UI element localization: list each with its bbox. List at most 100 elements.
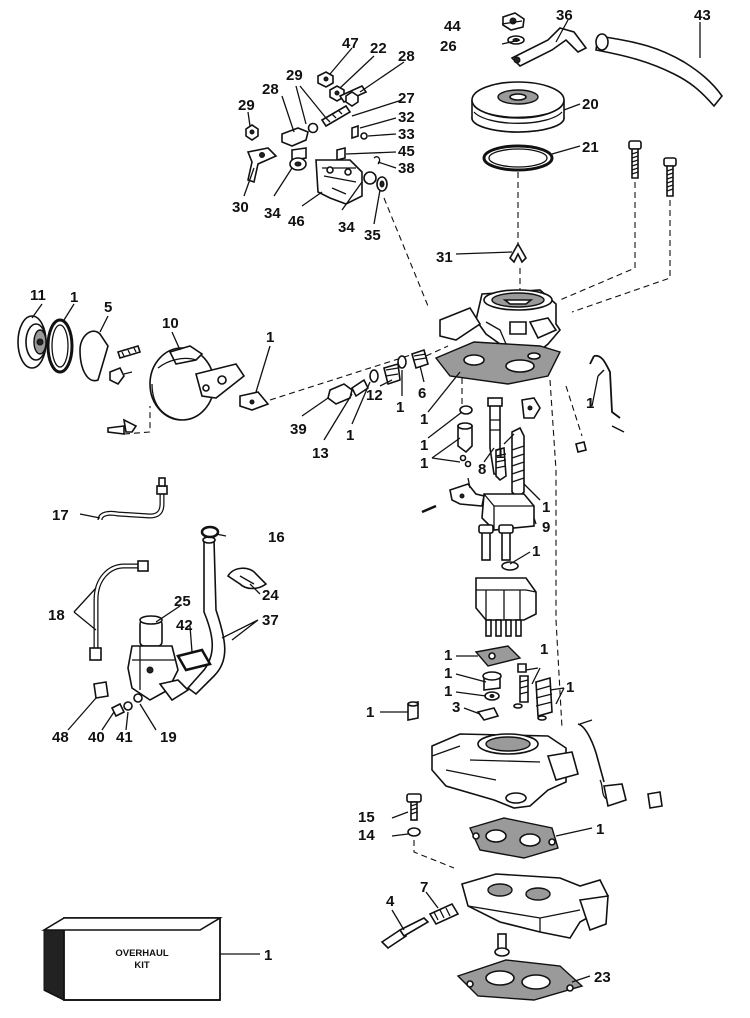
lever-36: [510, 27, 588, 67]
callout-27: 27: [398, 90, 415, 107]
callout-44: 44: [444, 18, 461, 35]
callout-34-left: 34: [264, 205, 281, 222]
bolt-15: [406, 793, 422, 821]
guide-throttle-bolt: [413, 840, 455, 869]
kit-line-1: OVERHAUL: [115, 948, 169, 959]
callout-26: 26: [440, 38, 457, 55]
callout-29-left: 29: [238, 97, 255, 114]
mixture-screw-4: [380, 917, 430, 950]
callout-23: 23: [594, 969, 611, 986]
callout-37: 37: [262, 612, 279, 629]
callout-47: 47: [342, 35, 359, 52]
fuel-pump-25: [127, 615, 190, 702]
callout-10: 10: [162, 315, 179, 332]
callout-28-left: 28: [262, 81, 279, 98]
callout-1-throttle-gasket: 1: [596, 821, 604, 838]
callout-48: 48: [52, 729, 69, 746]
link-1: [239, 391, 270, 411]
guide-choke-screw: [565, 385, 583, 437]
callout-1-seat: 1: [444, 683, 452, 700]
callout-22: 22: [370, 40, 387, 57]
callout-7: 7: [420, 879, 428, 896]
lever-30: [246, 147, 278, 184]
gasket-1: [46, 318, 74, 374]
callout-1-jets: 1: [566, 679, 574, 696]
callout-1-link: 1: [266, 329, 274, 346]
guide-choke-to-carb: [269, 351, 421, 401]
callout-17: 17: [52, 507, 69, 524]
callout-43: 43: [694, 7, 711, 24]
callout-1-oring: 1: [396, 399, 404, 416]
callout-1-choke-rod: 1: [586, 395, 594, 412]
callout-42: 42: [176, 617, 193, 634]
long-bolt-right: [663, 157, 677, 197]
callout-13: 13: [312, 445, 329, 462]
callout-1-springs: 1: [540, 641, 548, 658]
jet-parts: [407, 645, 553, 721]
callout-1-valve: 1: [444, 665, 452, 682]
callout-36: 36: [556, 7, 573, 24]
callout-15: 15: [358, 809, 375, 826]
bushing: [291, 147, 307, 161]
callout-8: 8: [478, 461, 486, 478]
washer-29b: [307, 122, 319, 134]
screw-throttle: [494, 933, 510, 957]
bolt-guide-left: [559, 182, 636, 301]
callout-11: 11: [30, 287, 46, 304]
callout-1-metering: 1: [532, 543, 540, 560]
guide-screw-chain: [425, 345, 449, 357]
callout-35: 35: [364, 227, 381, 244]
spring-7: [428, 902, 460, 926]
clamp-24: [226, 567, 268, 590]
callout-16: 16: [268, 529, 285, 546]
callout-1-washer: 1: [420, 411, 428, 428]
float-bowl-body: [431, 719, 663, 809]
callout-19: 19: [160, 729, 177, 746]
callout-1-gasket: 1: [70, 289, 78, 306]
gasket-21: [482, 144, 554, 172]
callout-1-chain: 1: [346, 427, 354, 444]
plate-5: [79, 330, 109, 382]
callout-4: 4: [386, 893, 395, 910]
bolt-guide-right: [571, 200, 671, 313]
hose-43: [595, 33, 724, 108]
air-horn-assembly: [439, 289, 562, 359]
float-assembly-9: [421, 477, 535, 531]
callout-39: 39: [290, 421, 307, 438]
clip-32: [351, 124, 359, 140]
callout-31: 31: [436, 249, 453, 266]
choke-housing-10: [149, 345, 246, 421]
callout-34-right: 34: [338, 219, 355, 236]
screws-5: [109, 345, 142, 386]
callout-1-needle: 1: [496, 445, 504, 462]
throttle-body: [461, 873, 609, 939]
long-bolt-left: [628, 140, 642, 179]
base-gasket-23: [456, 959, 584, 1001]
washer-26: [507, 35, 525, 45]
callout-6: 6: [418, 385, 426, 402]
screw-45: [336, 146, 346, 162]
fuel-line-18: [89, 560, 149, 661]
kit-line-2: KIT: [134, 960, 150, 971]
callout-1-float: 1: [542, 499, 550, 516]
choke-linkage-parts: [245, 71, 388, 205]
callout-24: 24: [262, 587, 279, 604]
callout-labels: 44 26 36 43 20 21 47 22 28 29 27 29 28 3…: [30, 7, 711, 986]
lockwasher-14: [407, 827, 421, 837]
callout-28-top: 28: [398, 48, 415, 65]
air-horn-gasket: [434, 341, 561, 385]
callout-25: 25: [174, 593, 191, 610]
callout-14: 14: [358, 827, 375, 844]
callout-20: 20: [582, 96, 599, 113]
fuel-line-17: [97, 477, 168, 521]
callout-1-balls: 1: [420, 455, 428, 472]
fitting-48: [93, 681, 109, 699]
guide-screw-housing: [123, 406, 151, 435]
callout-1-screw: 1: [366, 704, 374, 721]
callout-33: 33: [398, 126, 415, 143]
callout-12: 12: [366, 387, 383, 404]
callout-41: 41: [116, 729, 133, 746]
callout-9: 9: [542, 519, 550, 536]
